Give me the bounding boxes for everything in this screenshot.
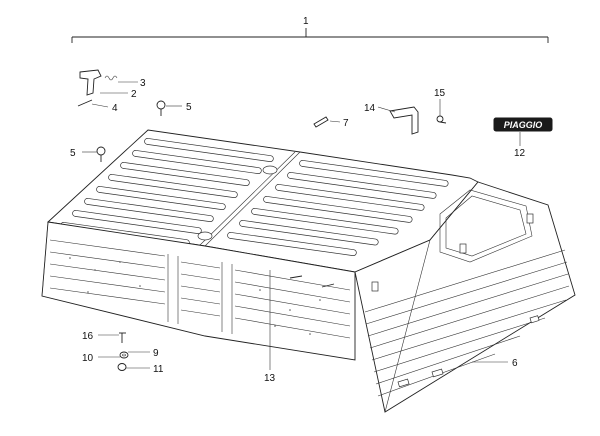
callout-7: 7 bbox=[343, 118, 349, 129]
callout-6: 6 bbox=[512, 358, 518, 369]
nut bbox=[117, 363, 127, 371]
assembly-bracket bbox=[71, 28, 549, 43]
callout-15: 15 bbox=[434, 88, 446, 99]
canopy-side-panel-left bbox=[41, 221, 356, 361]
canopy-roof bbox=[47, 129, 479, 273]
roof-ribs-left bbox=[60, 138, 274, 246]
callout-11: 11 bbox=[153, 364, 164, 375]
leader-lines bbox=[82, 81, 521, 370]
piaggio-badge: PIAGGIO bbox=[493, 117, 553, 132]
callout-5-left: 5 bbox=[70, 148, 76, 159]
locking-rod bbox=[313, 116, 329, 128]
callout-10: 10 bbox=[82, 353, 94, 364]
washer bbox=[119, 351, 129, 359]
angle-bracket bbox=[389, 106, 419, 135]
knob-upper bbox=[156, 100, 166, 116]
rear-panel bbox=[354, 181, 576, 413]
bolt bbox=[119, 332, 126, 343]
handle-bracket bbox=[79, 69, 102, 96]
callout-1: 1 bbox=[303, 16, 309, 27]
screw bbox=[436, 115, 447, 124]
callout-2: 2 bbox=[131, 89, 137, 100]
callout-9: 9 bbox=[153, 348, 159, 359]
callout-3: 3 bbox=[140, 78, 146, 89]
side-louvres bbox=[49, 239, 351, 339]
callout-16: 16 bbox=[82, 331, 94, 342]
panel-texture bbox=[69, 257, 321, 335]
callout-labels: 1 2 3 4 5 5 6 7 9 10 11 12 13 14 15 16 bbox=[70, 16, 526, 384]
callout-14: 14 bbox=[364, 103, 376, 114]
knob-left bbox=[96, 146, 106, 162]
badge-lettering: PIAGGIO bbox=[504, 120, 543, 130]
callout-5-upper: 5 bbox=[186, 102, 192, 113]
roof-ribs-right bbox=[227, 160, 449, 256]
callout-13: 13 bbox=[264, 373, 276, 384]
spring-clip bbox=[104, 75, 118, 81]
callout-12: 12 bbox=[514, 148, 526, 159]
pin bbox=[77, 99, 93, 107]
rear-louvres bbox=[364, 249, 570, 397]
callout-4: 4 bbox=[112, 103, 118, 114]
